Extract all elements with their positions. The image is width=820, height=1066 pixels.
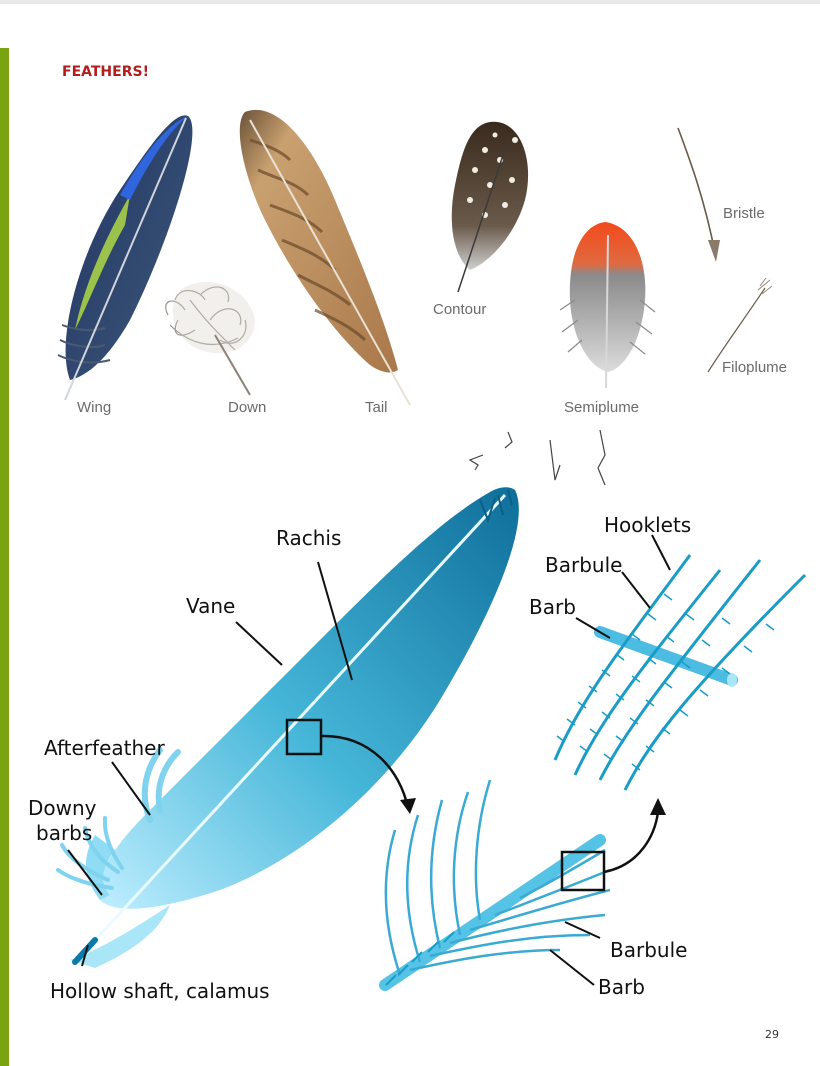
label-afterfeather: Afterfeather	[44, 736, 165, 760]
break-marks	[470, 430, 605, 485]
label-contour: Contour	[433, 301, 486, 318]
label-tail: Tail	[365, 399, 388, 416]
label-semiplume: Semiplume	[564, 399, 639, 416]
label-barbs: barbs	[36, 821, 92, 845]
tail-feather-illustration	[240, 110, 410, 405]
label-barbule-top: Barbule	[545, 553, 622, 577]
semiplume-feather-illustration	[560, 222, 655, 388]
barb-closeup-illustration	[385, 780, 610, 985]
zoom-arrowhead-2	[650, 798, 666, 815]
label-barb-bottom: Barb	[598, 975, 645, 999]
barbule-closeup-illustration	[555, 555, 805, 790]
page-number: 29	[765, 1028, 779, 1041]
label-vane: Vane	[186, 594, 235, 618]
contour-feather-illustration	[452, 122, 528, 292]
label-hollow-shaft: Hollow shaft, calamus	[50, 979, 270, 1003]
label-bristle: Bristle	[723, 205, 765, 222]
label-hooklets: Hooklets	[604, 513, 691, 537]
label-downy: Downy	[28, 796, 97, 820]
down-feather-illustration	[166, 282, 255, 395]
zoom-arrowhead-1	[400, 798, 416, 814]
filoplume-feather-illustration	[708, 278, 772, 372]
large-feather-diagram	[58, 487, 519, 968]
label-down: Down	[228, 399, 266, 416]
label-wing: Wing	[77, 399, 111, 416]
zoom-arrow-2	[604, 812, 658, 872]
label-rachis: Rachis	[276, 526, 341, 550]
bristle-feather-illustration	[678, 128, 720, 262]
label-barbule-bottom: Barbule	[610, 938, 687, 962]
label-filoplume: Filoplume	[722, 359, 787, 376]
label-barb-top: Barb	[529, 595, 576, 619]
wing-feather-illustration	[58, 115, 192, 400]
